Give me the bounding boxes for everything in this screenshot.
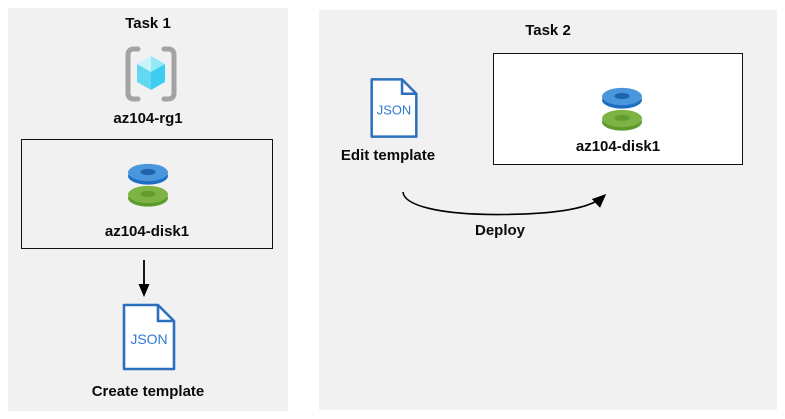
disk-icon	[122, 159, 174, 211]
create-template-label: Create template	[91, 383, 205, 400]
task2-title: Task 2	[525, 22, 571, 39]
down-arrow-icon	[137, 260, 151, 298]
json-icon-text: JSON	[130, 331, 167, 347]
deploy-label: Deploy	[474, 222, 525, 239]
json-icon-text: JSON	[377, 102, 412, 117]
task1-disk-box	[21, 139, 273, 249]
json-file-icon: JSON	[121, 302, 177, 372]
json-file-icon: JSON	[369, 74, 419, 142]
task2-disk-box	[493, 53, 743, 165]
task1-title: Task 1	[125, 15, 171, 32]
disk-icon	[596, 83, 648, 135]
task2-disk-label: az104-disk1	[575, 138, 661, 155]
resource-group-label: az104-rg1	[113, 110, 183, 127]
resource-group-icon	[124, 45, 178, 103]
task1-disk-label: az104-disk1	[104, 223, 190, 240]
edit-template-label: Edit template	[340, 147, 436, 164]
deploy-curved-arrow-icon	[399, 188, 615, 222]
